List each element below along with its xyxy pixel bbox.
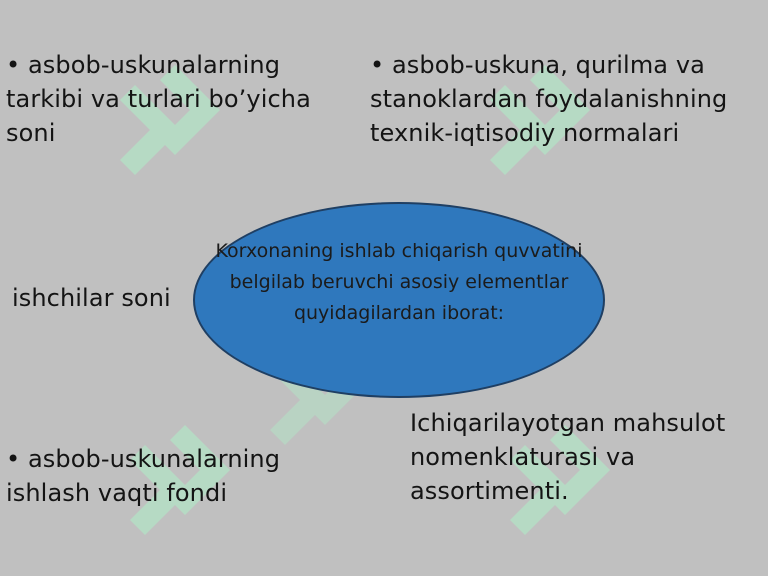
text-line: Korxonaning ishlab chiqarish quvvatini: [215, 240, 583, 262]
bottom-left-text: • asbob-uskunalarning ishlash vaqti fond…: [6, 442, 280, 510]
text-line: assortimenti.: [410, 477, 569, 505]
text-line: quyidagilardan iborat:: [293, 302, 505, 324]
text-line: tarkibi va turlari bo’yicha: [6, 85, 311, 113]
bottom-right-text: Ichiqarilayotgan mahsulot nomenklaturasi…: [410, 406, 725, 508]
text-line: • asbob-uskunalarning: [6, 51, 281, 79]
text-line: ishchilar soni: [12, 284, 171, 312]
watermark-logo-icon: [130, 425, 230, 535]
text-line: • asbob-uskuna, qurilma va: [370, 51, 705, 79]
text-line: • asbob-uskunalarning: [6, 445, 281, 473]
text-line: stanoklardan foydalanishning: [370, 85, 728, 113]
text-line: Ichiqarilayotgan mahsulot: [410, 409, 726, 437]
middle-left-text: ishchilar soni: [12, 281, 171, 315]
central-text: Korxonaning ishlab chiqarish quvvatini b…: [193, 236, 605, 329]
text-line: nomenklaturasi va: [410, 443, 636, 471]
central-ellipse: [193, 202, 605, 398]
top-left-text: • asbob-uskunalarning tarkibi va turlari…: [6, 48, 311, 150]
text-line: belgilab beruvchi asosiy elementlar: [229, 271, 569, 293]
text-line: ishlash vaqti fondi: [6, 479, 228, 507]
text-line: soni: [6, 119, 56, 147]
watermark-logo-icon: [510, 425, 610, 535]
watermark-logo-icon: [120, 65, 220, 175]
watermark-logo-icon: [490, 65, 590, 175]
text-line: texnik-iqtisodiy normalari: [370, 119, 680, 147]
top-right-text: • asbob-uskuna, qurilma va stanoklardan …: [370, 48, 727, 150]
